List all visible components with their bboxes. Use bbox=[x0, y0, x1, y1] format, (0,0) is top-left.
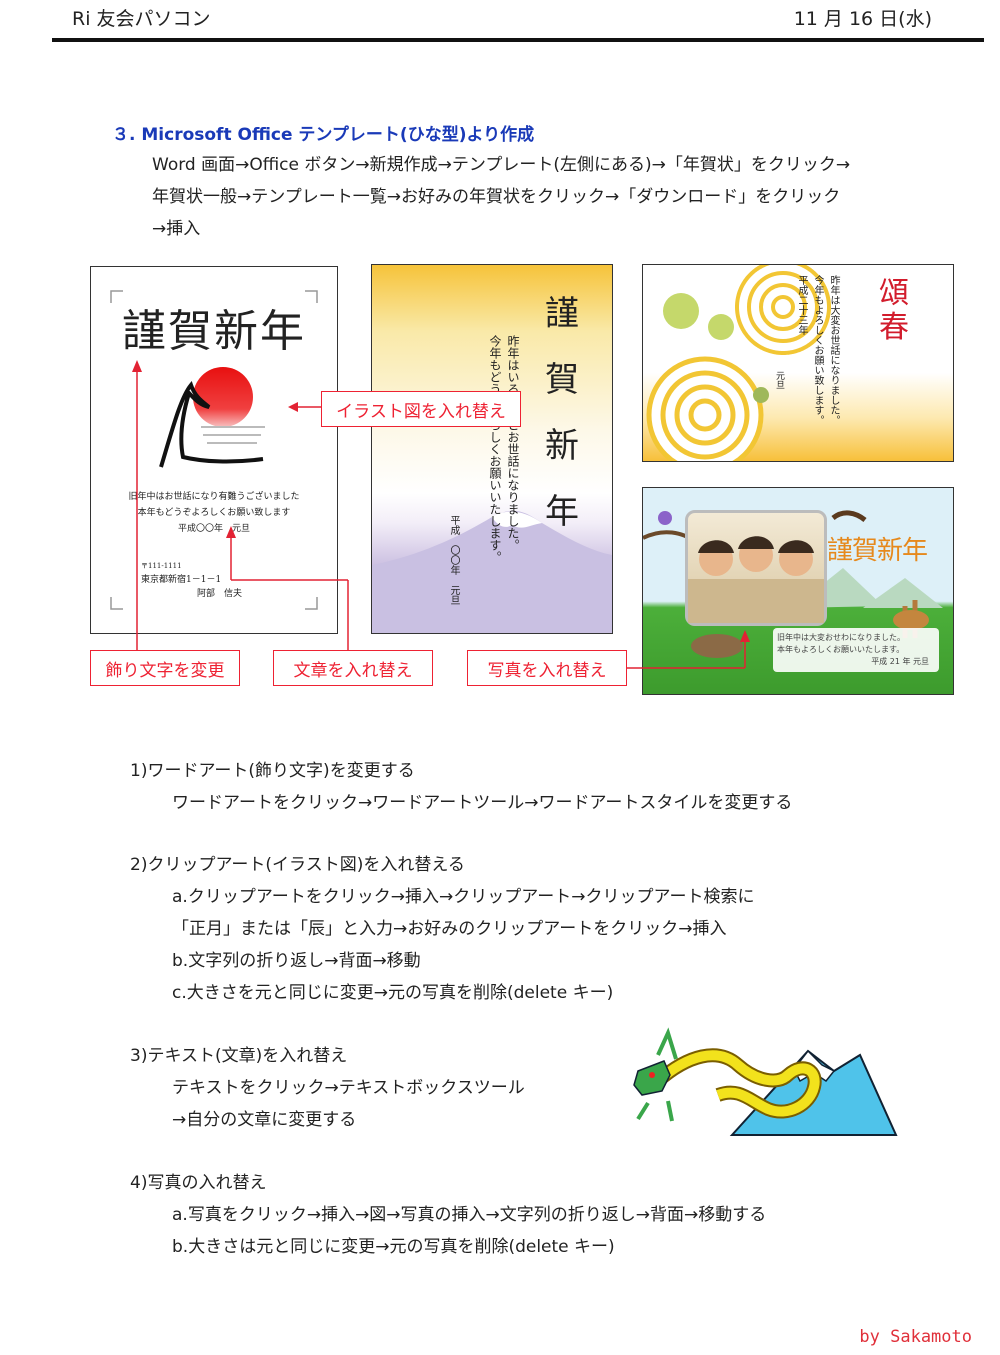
card4-date: 平成 21 年 元旦 bbox=[871, 657, 929, 666]
card1-name: 阿部 信夫 bbox=[197, 589, 243, 599]
template-card-4[interactable]: 謹賀新年 旧年中は大変おせわになりました。 本年もよろしくお願いいたします。 平… bbox=[642, 487, 954, 695]
card3-message: 昨年は大変お世話になりました。 今年もよろしくお願い致します。 平成二十三年 bbox=[793, 275, 841, 435]
card2-title-char-2: 賀 bbox=[545, 360, 579, 400]
template-card-1[interactable]: 謹賀新年 旧年中はお世話になり有難うございました 本年もどうぞよろしくお願い致し… bbox=[90, 266, 338, 634]
instr-2-a2: 「正月」または「辰」と入力→お好みのクリップアートをクリック→挿入 bbox=[172, 919, 727, 939]
instr-3-heading: 3)テキスト(文章)を入れ替え bbox=[130, 1046, 348, 1066]
instr-1-line: ワードアートをクリック→ワードアートツール→ワードアートスタイルを変更する bbox=[172, 793, 793, 813]
children-photo-icon bbox=[688, 536, 824, 623]
header-org: Ri 友会パソコン bbox=[72, 8, 211, 30]
instr-1-heading: 1)ワードアート(飾り文字)を変更する bbox=[130, 761, 415, 781]
step-line-2: 年賀状一般→テンプレート一覧→お好みの年賀状をクリック→「ダウンロード」をクリッ… bbox=[152, 187, 841, 207]
footer-credit: by Sakamoto bbox=[859, 1327, 972, 1347]
instr-2-heading: 2)クリップアート(イラスト図)を入れ替える bbox=[130, 855, 465, 875]
card1-msg-3: 平成〇〇年 元旦 bbox=[177, 524, 250, 534]
card2-msg-1: 昨年はいろいろとお世話になりました。 bbox=[506, 335, 520, 551]
template-card-3[interactable]: 頌春 昨年は大変お世話になりました。 今年もよろしくお願い致します。 平成二十三… bbox=[642, 264, 954, 462]
header-rule bbox=[52, 38, 984, 42]
card1-msg-1: 旧年中はお世話になり有難うございました bbox=[128, 492, 300, 502]
card2-title: 謹 賀 新 年 bbox=[532, 281, 592, 545]
concentric-circles-icon bbox=[646, 265, 831, 461]
card1-zip: 〒111-1111 bbox=[141, 562, 182, 570]
callout-photo: 写真を入れ替え bbox=[467, 650, 627, 686]
corner-marks bbox=[110, 290, 318, 610]
template-card-2[interactable]: 謹 賀 新 年 昨年はいろいろとお世話になりました。 今年もどうぞよろしくお願い… bbox=[371, 264, 613, 634]
card3-msg-1: 昨年は大変お世話になりました。 bbox=[828, 275, 839, 425]
callout-illust: イラスト図を入れ替え bbox=[321, 391, 521, 427]
header-date: 11 月 16 日(水) bbox=[793, 8, 932, 30]
instr-4-a: a.写真をクリック→挿入→図→写真の挿入→文字列の折り返し→背面→移動する bbox=[172, 1205, 767, 1225]
instr-4-heading: 4)写真の入れ替え bbox=[130, 1173, 267, 1193]
card1-msg-2: 本年もどうぞよろしくお願い致します bbox=[137, 508, 291, 518]
card3-title: 頌春 bbox=[879, 276, 909, 345]
instr-2-c: c.大きさを元と同じに変更→元の写真を削除(delete キー) bbox=[172, 983, 614, 1003]
card1-title: 謹賀新年 bbox=[122, 306, 306, 357]
card4-msg-1: 旧年中は大変おせわになりました。 bbox=[777, 633, 905, 642]
callout-text: 文章を入れ替え bbox=[273, 650, 433, 686]
card4-msg-2: 本年もよろしくお願いいたします。 bbox=[777, 645, 905, 654]
card1-message: 旧年中はお世話になり有難うございました 本年もどうぞよろしくお願い致します 平成… bbox=[91, 489, 337, 537]
step-line-1: Word 画面→Office ボタン→新規作成→テンプレート(左側にある)→「年… bbox=[152, 155, 851, 175]
instr-3-l1: テキストをクリック→テキストボックスツール bbox=[172, 1078, 525, 1098]
card2-title-char-4: 年 bbox=[545, 492, 579, 532]
card2-msg-2: 今年もどうぞよろしくお願いいたします。 bbox=[488, 335, 502, 563]
instr-3-l2: →自分の文章に変更する bbox=[172, 1110, 357, 1130]
photo-placeholder[interactable] bbox=[685, 510, 827, 626]
card2-message: 昨年はいろいろとお世話になりました。 今年もどうぞよろしくお願いいたします。 bbox=[486, 335, 522, 563]
card1-addr: 東京都新宿1－1－1 bbox=[141, 575, 222, 585]
card3-gantan: 元旦 bbox=[774, 371, 784, 389]
card1-address: 〒111-1111 東京都新宿1－1－1 阿部 信夫 bbox=[141, 559, 242, 601]
dragon-fuji-icon bbox=[633, 1027, 898, 1136]
card2-title-char-1: 謹 bbox=[545, 294, 579, 334]
card2-title-char-3: 新 bbox=[545, 426, 579, 466]
card4-title: 謹賀新年 bbox=[827, 536, 928, 566]
step-line-3: →挿入 bbox=[152, 219, 201, 239]
callout-wordart: 飾り文字を変更 bbox=[90, 650, 240, 686]
card3-date: 平成二十三年 bbox=[796, 275, 807, 335]
fuji-icon bbox=[372, 510, 612, 633]
card4-message: 旧年中は大変おせわになりました。 本年もよろしくお願いいたします。 平成 21 … bbox=[773, 628, 939, 672]
instr-2-b: b.文字列の折り返し→背面→移動 bbox=[172, 951, 421, 971]
instr-4-b: b.大きさは元と同じに変更→元の写真を削除(delete キー) bbox=[172, 1237, 615, 1257]
fuji-sunrise-icon bbox=[159, 367, 265, 468]
instr-2-a1: a.クリップアートをクリック→挿入→クリップアート→クリップアート検索に bbox=[172, 887, 755, 907]
card2-date: 平成 〇〇年 元旦 bbox=[448, 515, 459, 605]
card3-msg-2: 今年もよろしくお願い致します。 bbox=[812, 275, 823, 425]
section-title: ３. Microsoft Office テンプレート(ひな型)より作成 bbox=[112, 125, 535, 145]
